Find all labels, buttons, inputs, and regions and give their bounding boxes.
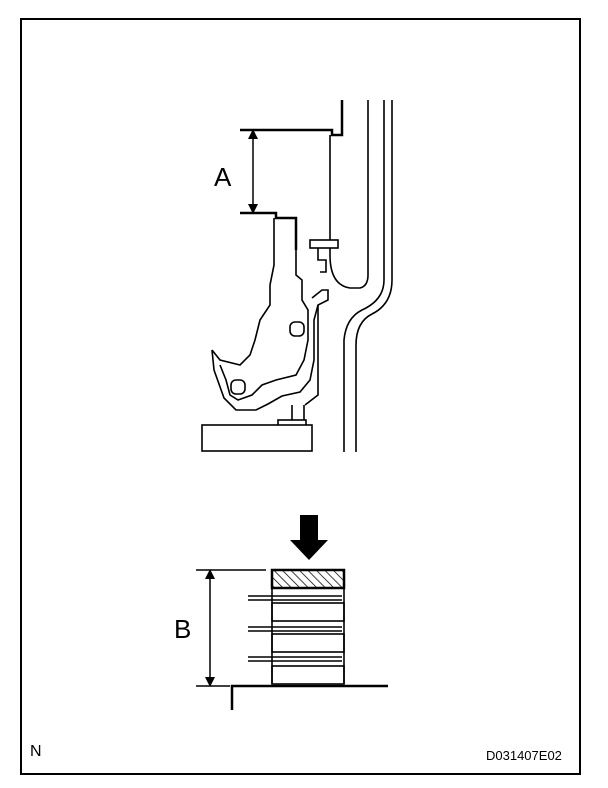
oring-upper xyxy=(289,321,305,337)
oring-lower xyxy=(230,379,246,395)
dimension-a-label: A xyxy=(214,162,232,192)
dimension-b-label: B xyxy=(174,614,191,644)
upper-assembly xyxy=(201,100,393,452)
retainer xyxy=(309,239,339,249)
housing-top-edge xyxy=(240,100,344,137)
clutch-pack xyxy=(230,568,388,710)
pressure-plate-hatched xyxy=(270,568,346,590)
disc-1 xyxy=(271,602,345,622)
piston-inner2 xyxy=(211,289,329,411)
disc-3 xyxy=(271,665,345,685)
case-wall-inner xyxy=(329,100,369,289)
piston-body xyxy=(211,218,275,366)
case-wall-outer xyxy=(343,100,385,452)
disc-2 xyxy=(271,633,345,653)
dimension-b xyxy=(196,569,266,687)
figure-code: D031407E02 xyxy=(486,748,562,763)
floor-line xyxy=(230,684,388,710)
corner-mark: N xyxy=(30,743,42,760)
support-post xyxy=(291,405,305,420)
seal-line xyxy=(304,305,319,406)
retainer-stem xyxy=(317,248,327,273)
piston-inner xyxy=(219,250,309,401)
case-wall-outer2 xyxy=(355,100,393,452)
press-arrow xyxy=(290,515,328,560)
base-block xyxy=(201,424,313,452)
piston-top-edge xyxy=(240,211,298,250)
